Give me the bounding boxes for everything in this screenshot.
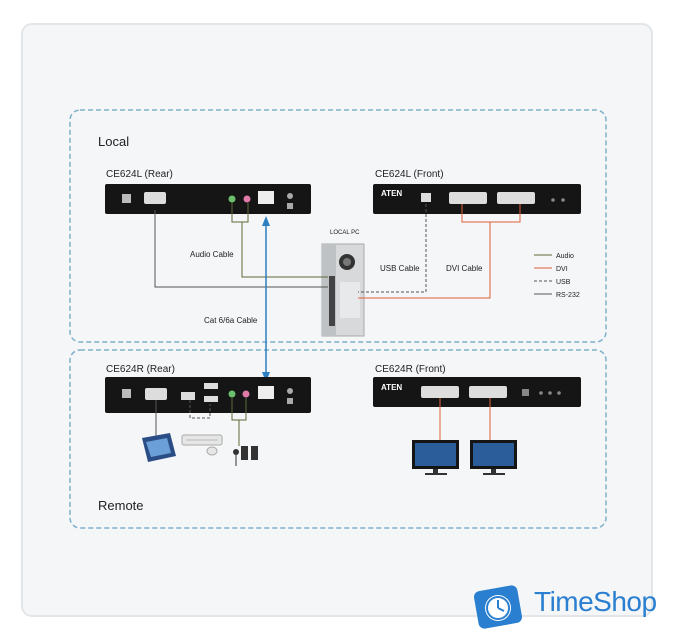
legend-audio: Audio [556,253,574,260]
legend: Audio DVI USB RS-232 [534,253,580,299]
monitor-1-icon [412,440,459,475]
ce624r-rear-unit [105,377,311,413]
led-1-icon [551,198,555,202]
dvi-cable-label: DVI Cable [446,264,483,273]
audio-jack-green-icon [228,195,236,203]
speakers-mic-icon [233,446,258,466]
local-pc-tower [321,243,365,337]
led-2-icon [548,391,552,395]
dvi-port-2-icon [469,386,507,398]
usb-cable-remote [189,400,211,419]
dvi-cable-a [461,204,521,223]
legend-dvi: DVI [556,266,568,273]
remote-zone-border [69,349,607,529]
watermark-text: TimeShop [534,586,657,617]
usb-cable [358,204,427,293]
keyboard-mouse-icon [181,434,223,456]
dvi-cable-b [358,222,491,299]
usb-b-port-icon [421,193,431,202]
aten-logo: ATEN [381,383,402,392]
audio-jack-green-icon [228,390,236,398]
audio-cable-to-pc [241,222,328,278]
local-zone-border [69,109,607,343]
remote-zone-label: Remote [98,498,144,513]
power-jack-icon [122,194,131,203]
led-3-icon [557,391,561,395]
button-icon [522,389,529,396]
legend-usb: USB [556,279,571,286]
serial-port-icon [145,388,167,400]
cat-cable-label: Cat 6/6a Cable [204,316,258,325]
usb-cable-label: USB Cable [380,264,420,273]
displayport-icon [181,392,195,400]
rj45-port-icon [258,191,274,204]
monitor-2-icon [470,440,517,475]
usb-a-port-2-icon [204,396,218,402]
led-2-icon [561,198,565,202]
local-pc-label: LOCAL PC [330,230,360,236]
local-zone-label: Local [98,134,129,149]
dvi-port-1-icon [421,386,459,398]
aten-logo: ATEN [381,189,402,198]
power-jack-icon [122,389,131,398]
ce624l-front-title: CE624L (Front) [375,169,444,180]
ground-screw-icon [287,193,293,199]
ce624r-front-unit: ATEN [373,377,581,407]
audio-cable [231,203,249,223]
rs232-cable [154,210,328,288]
audio-jack-pink-icon [243,195,251,203]
dvi-port-1-icon [449,192,487,204]
ce624r-rear-title: CE624R (Rear) [106,364,175,375]
touch-panel-icon [142,433,176,462]
rj45-port-icon [258,386,274,399]
ce624l-rear-title: CE624L (Rear) [106,169,173,180]
audio-jack-pink-icon [242,390,250,398]
legend-rs232: RS-232 [556,292,580,299]
ce624r-front-title: CE624R (Front) [375,364,446,375]
ce624l-rear-unit [105,184,311,214]
serial-port-icon [144,192,166,204]
watermark-clock-bag-icon [473,585,523,629]
led-1-icon [539,391,543,395]
ce624l-front-unit: ATEN [373,184,581,214]
usb-a-port-1-icon [204,383,218,389]
audio-cable-label: Audio Cable [190,250,234,259]
ground-screw-icon [287,388,293,394]
dvi-port-2-icon [497,192,535,204]
